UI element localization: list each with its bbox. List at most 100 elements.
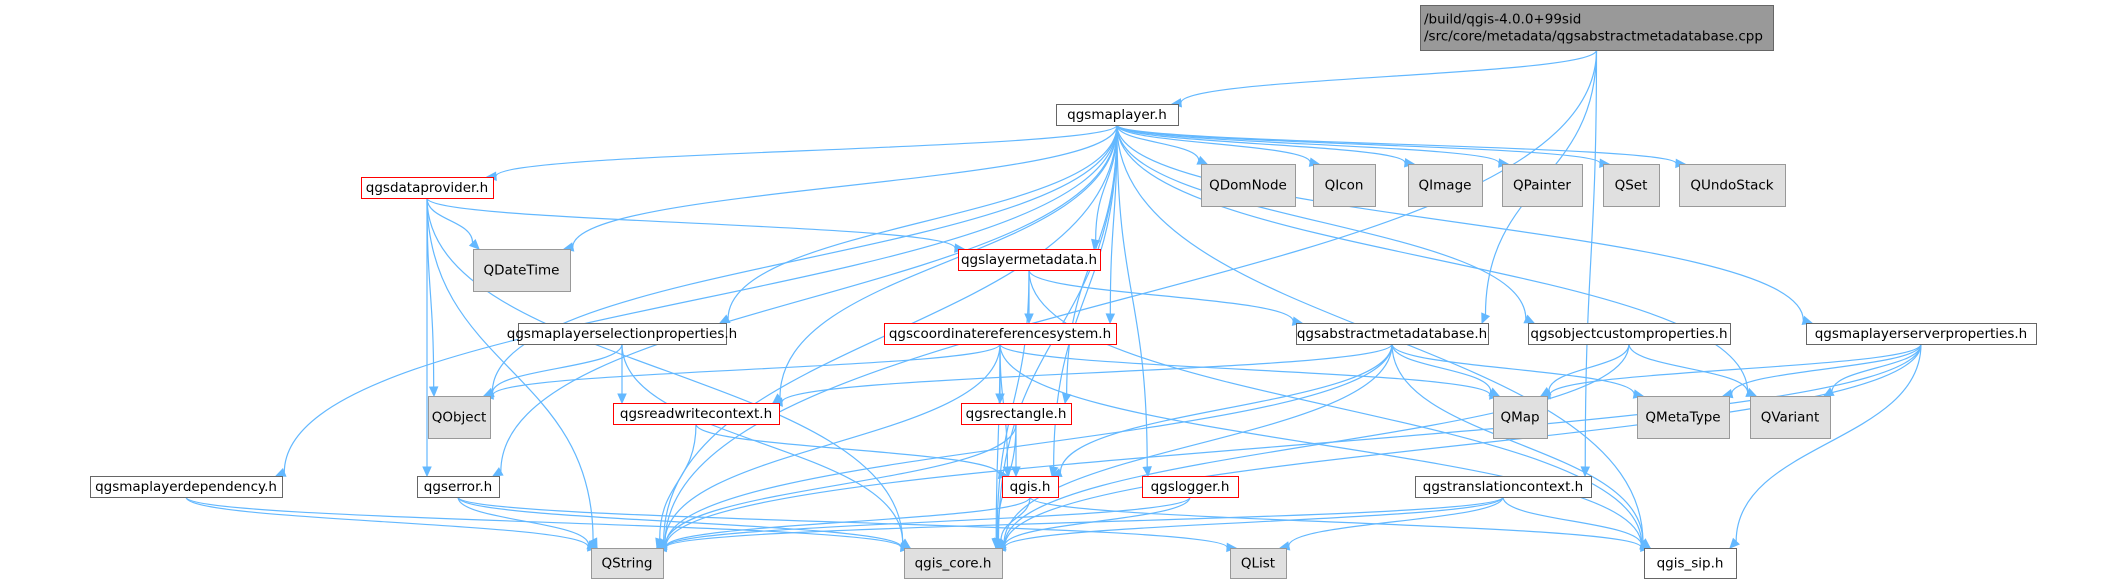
node-qgis-sip-h[interactable]: qgis_sip.h: [1644, 548, 1737, 579]
node-box: [1644, 548, 1737, 579]
node-label: qgslogger.h: [1151, 479, 1230, 495]
node-qgsmaplayerserverproperties-h[interactable]: qgsmaplayerserverproperties.h: [1806, 323, 2037, 345]
dependency-edge: [1288, 496, 1504, 547]
dependency-edge-arrowhead: [1488, 387, 1501, 397]
dependency-edge: [665, 343, 1922, 547]
node-box: [1528, 323, 1731, 345]
dependency-edge: [999, 343, 1643, 546]
dependency-edge: [1004, 496, 1504, 548]
node-qgis-h[interactable]: qgis.h: [1002, 476, 1059, 498]
dependency-edge: [1116, 124, 1527, 320]
node-label: QString: [602, 556, 653, 572]
dependency-edge: [1391, 343, 1635, 395]
node-box: [1201, 164, 1296, 207]
node-box: [473, 249, 571, 292]
dependency-edge: [695, 423, 1000, 475]
dependency-edge: [727, 124, 1118, 319]
node-qgsmaplayerdependency-h[interactable]: qgsmaplayerdependency.h: [90, 476, 283, 498]
node-qlist: QList: [1230, 548, 1287, 579]
node-label: /build/qgis-4.0.0+99sid: [1424, 12, 1581, 28]
node-label: qgis_core.h: [915, 556, 992, 572]
dependency-edge: [457, 496, 902, 548]
node-label: QSet: [1615, 178, 1648, 194]
dependency-edge: [500, 124, 1118, 472]
node-box: [958, 249, 1101, 271]
dependency-edge-arrowhead: [1049, 465, 1059, 478]
dependency-edge: [659, 423, 697, 540]
dependency-edge: [664, 423, 1017, 546]
dependency-edge: [1735, 343, 1922, 542]
dependency-edge: [1029, 496, 1642, 548]
dependency-edge-arrowhead: [1105, 313, 1116, 325]
node-box: [1420, 5, 1774, 51]
dependency-edge: [1180, 49, 1598, 104]
dependency-edge: [1116, 124, 1601, 164]
dependency-edge: [1059, 343, 1393, 473]
node-qgsmaplayerselectionproperties-h[interactable]: qgsmaplayerselectionproperties.h: [507, 323, 737, 345]
node-label: qgsobjectcustomproperties.h: [1530, 326, 1727, 342]
node-label: QImage: [1419, 178, 1472, 194]
node-qgsobjectcustomproperties-h[interactable]: qgsobjectcustomproperties.h: [1528, 323, 1731, 345]
dependency-edge: [665, 496, 1504, 548]
node-qdatetime: QDateTime: [473, 249, 571, 292]
node-box: [1750, 396, 1831, 439]
node-qgserror-h[interactable]: qgserror.h: [417, 476, 500, 498]
node-label: qgsreadwritecontext.h: [620, 406, 772, 422]
node-label: qgserror.h: [424, 479, 492, 495]
dependency-edge: [1000, 496, 1031, 541]
node-qgsrectangle-h[interactable]: qgsrectangle.h: [961, 403, 1072, 425]
node-label: qgscoordinatereferencesystem.h: [889, 326, 1111, 342]
node-label: qgsmaplayerserverproperties.h: [1815, 326, 2028, 342]
dependency-edge-arrowhead: [491, 467, 504, 477]
node-qmap: QMap: [1493, 396, 1548, 439]
dependency-edge-arrowhead: [1011, 466, 1021, 478]
dependency-edge: [1003, 343, 1393, 544]
node-box: [961, 403, 1072, 425]
node-box: [428, 396, 491, 439]
node-label: QUndoStack: [1690, 178, 1773, 194]
dependency-edge: [1116, 124, 1677, 164]
node-label: QPainter: [1513, 178, 1571, 194]
dependency-edge: [1628, 343, 1749, 393]
node-label: qgstranslationcontext.h: [1423, 479, 1584, 495]
node-qicon: QIcon: [1313, 164, 1376, 207]
dependency-edge: [185, 496, 589, 548]
dependency-edge: [665, 496, 1031, 548]
node-box: [591, 548, 664, 579]
node-qgslayermetadata-h[interactable]: qgslayermetadata.h: [958, 249, 1101, 271]
node-qgstranslationcontext-h[interactable]: qgstranslationcontext.h: [1415, 476, 1592, 498]
dependency-edge: [1584, 49, 1598, 468]
node-label: QMetaType: [1645, 410, 1720, 426]
node-qgslogger-h[interactable]: qgslogger.h: [1142, 476, 1239, 498]
node-label: qgsrectangle.h: [966, 406, 1067, 422]
node-label: qgsmaplayer.h: [1067, 107, 1167, 123]
dependency-edge-arrowhead: [428, 386, 439, 398]
node-qgsabstractmetadatabase-h[interactable]: qgsabstractmetadatabase.h: [1296, 323, 1489, 345]
node-root[interactable]: /build/qgis-4.0.0+99sid/src/core/metadat…: [1420, 5, 1774, 51]
node-qgsreadwritecontext-h[interactable]: qgsreadwritecontext.h: [613, 403, 780, 425]
node-label: qgsdataprovider.h: [366, 180, 488, 196]
dependency-edge-arrowhead: [1729, 537, 1740, 549]
node-qgsdataprovider-h[interactable]: qgsdataprovider.h: [361, 177, 494, 199]
dependency-edge: [1549, 343, 1922, 396]
node-qdomnode: QDomNode: [1201, 164, 1296, 207]
node-box: [518, 323, 727, 345]
dependency-edge: [1731, 343, 1922, 394]
node-label: QObject: [432, 410, 487, 426]
node-box: [1415, 476, 1592, 498]
dependency-edge: [1004, 343, 1922, 547]
edges-layer: [185, 49, 1922, 553]
node-box: [1493, 396, 1548, 439]
node-qmetatype: QMetaType: [1637, 396, 1730, 439]
node-box: [361, 177, 494, 199]
dependency-edge: [1831, 343, 1922, 392]
node-qgsmaplayer-h[interactable]: qgsmaplayer.h: [1056, 104, 1179, 126]
dependency-edge: [1116, 124, 1500, 164]
node-label: QDomNode: [1209, 178, 1287, 194]
dependency-edge: [665, 496, 1191, 548]
node-label: qgslayermetadata.h: [961, 252, 1097, 268]
node-qgscoordinatereferencesystem-h[interactable]: qgscoordinatereferencesystem.h: [884, 323, 1117, 345]
dependency-edge: [1116, 124, 1311, 163]
node-label: QMap: [1500, 410, 1539, 426]
dependency-edge: [1116, 124, 1406, 164]
